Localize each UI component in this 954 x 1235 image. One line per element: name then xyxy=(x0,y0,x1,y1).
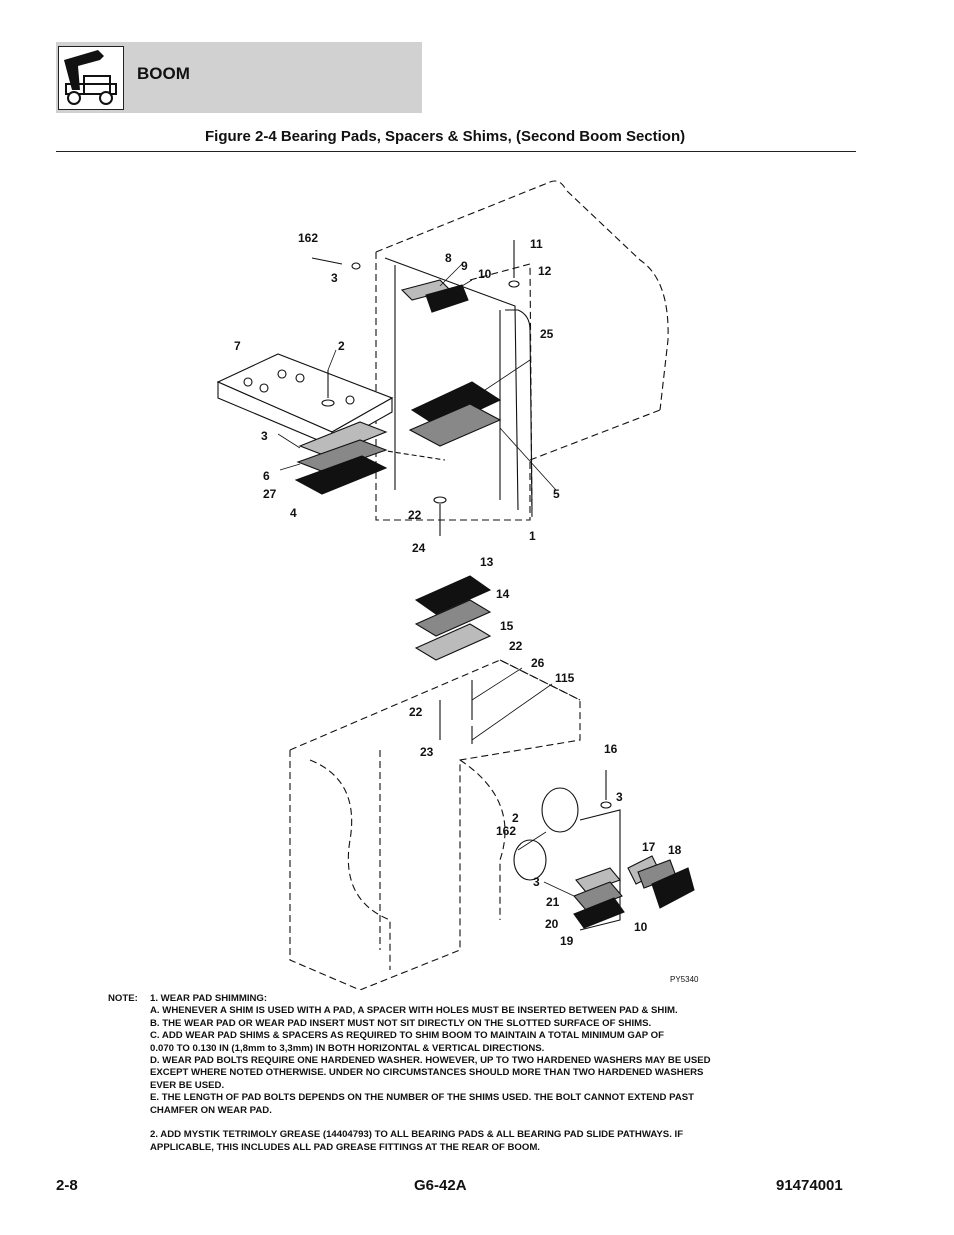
callout-label: 20 xyxy=(545,917,559,931)
callout-label: 6 xyxy=(263,469,270,483)
note-line: EXCEPT WHERE NOTED OTHERWISE. UNDER NO C… xyxy=(150,1067,704,1079)
note-line: 2. ADD MYSTIK TETRIMOLY GREASE (14404793… xyxy=(150,1129,684,1141)
note-spacer xyxy=(150,1117,810,1129)
model-name: G6-42A xyxy=(414,1177,467,1194)
callout-label: 22 xyxy=(509,639,523,653)
callout-label: 18 xyxy=(668,843,682,857)
callout-label: 5 xyxy=(553,487,560,501)
title-rule xyxy=(56,151,856,152)
callout-label: 115 xyxy=(555,671,575,685)
callout-label: 26 xyxy=(531,656,545,670)
note-line: E. THE LENGTH OF PAD BOLTS DEPENDS ON TH… xyxy=(150,1092,695,1104)
callout-label: 24 xyxy=(412,541,426,555)
callout-label: 1 xyxy=(529,529,536,543)
callout-label: 9 xyxy=(461,259,468,273)
callout-label: 4 xyxy=(290,506,297,520)
callout-label: 3 xyxy=(261,429,268,443)
notes-body: 1. WEAR PAD SHIMMING: A. WHENEVER A SHIM… xyxy=(150,993,810,1154)
note-line: D. WEAR PAD BOLTS REQUIRE ONE HARDENED W… xyxy=(150,1055,711,1067)
note-line: EVER BE USED. xyxy=(150,1079,225,1091)
callout-label: 3 xyxy=(616,790,623,804)
note-line: 0.070 TO 0.130 IN (1,8mm to 3,3mm) IN BO… xyxy=(150,1042,545,1054)
note-line: 1. WEAR PAD SHIMMING: xyxy=(150,993,268,1004)
callout-label: 25 xyxy=(540,327,554,341)
exploded-view-diagram: 162 3 8 9 10 11 12 7 2 25 3 6 27 4 5 22 … xyxy=(216,180,699,990)
callout-label: 15 xyxy=(500,619,514,633)
callout-label: 3 xyxy=(533,875,540,889)
callout-label: 22 xyxy=(408,508,422,522)
note-line: A. WHENEVER A SHIM IS USED WITH A PAD, A… xyxy=(150,1005,678,1017)
callout-label: 22 xyxy=(409,705,423,719)
note-line: CHAMFER ON WEAR PAD. xyxy=(150,1104,272,1116)
note-line: C. ADD WEAR PAD SHIMS & SPACERS AS REQUI… xyxy=(150,1030,664,1042)
callout-label: 10 xyxy=(634,920,648,934)
callout-label: 2 xyxy=(512,811,519,825)
callout-label: 162 xyxy=(496,824,516,838)
callout-label: 14 xyxy=(496,587,510,601)
callout-label: 16 xyxy=(604,742,618,756)
callout-label: 11 xyxy=(530,237,543,251)
callout-label: 3 xyxy=(331,271,338,285)
note-line: APPLICABLE, THIS INCLUDES ALL PAD GREASE… xyxy=(150,1141,540,1153)
callout-label: 7 xyxy=(234,339,241,353)
callout-label: 8 xyxy=(445,251,452,265)
note-line: B. THE WEAR PAD OR WEAR PAD INSERT MUST … xyxy=(150,1017,652,1029)
notes-lead: NOTE: xyxy=(108,993,138,1004)
figure-title: Figure 2-4 Bearing Pads, Spacers & Shims… xyxy=(205,128,686,145)
callout-label: 2 xyxy=(338,339,345,353)
callout-label: 162 xyxy=(298,231,318,245)
callout-label: 21 xyxy=(546,895,560,909)
page-number: 2-8 xyxy=(56,1177,78,1194)
telehandler-icon xyxy=(58,46,124,110)
callout-label: 12 xyxy=(538,264,552,278)
callout-label: 23 xyxy=(420,745,434,759)
callout-label: 17 xyxy=(642,840,656,854)
callout-label: 27 xyxy=(263,487,277,501)
manual-part-number: 91474001 xyxy=(776,1177,843,1194)
callout-label: 13 xyxy=(480,555,494,569)
callout-label: 10 xyxy=(478,267,492,281)
section-title: BOOM xyxy=(137,64,190,83)
figure-code: PY5340 xyxy=(670,975,699,984)
callout-label: 19 xyxy=(560,934,574,948)
